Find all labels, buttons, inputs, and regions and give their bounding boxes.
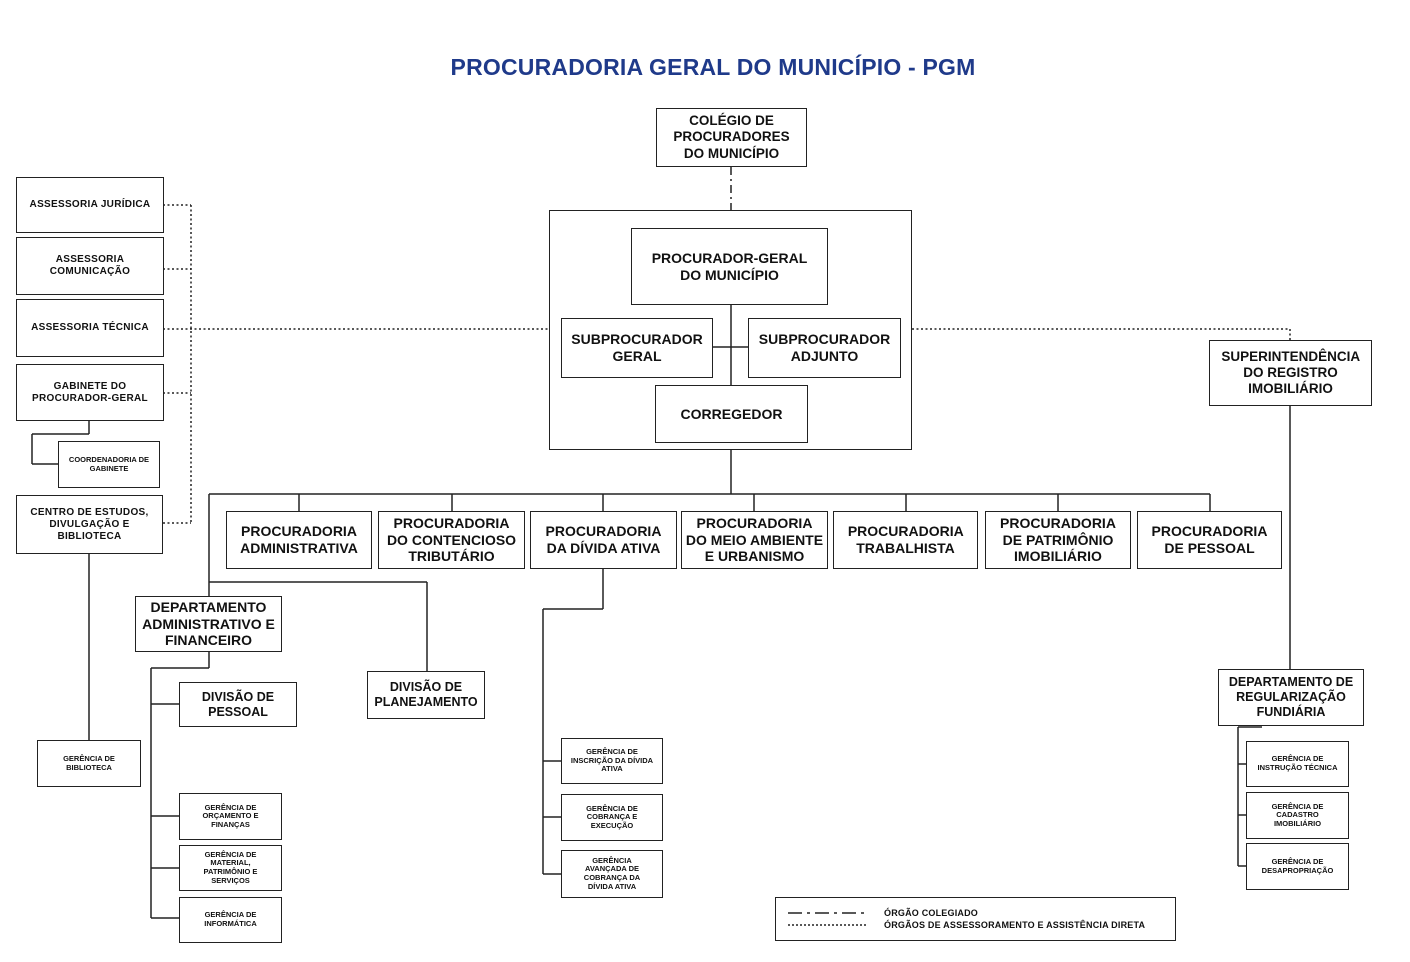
page-title: PROCURADORIA GERAL DO MUNICÍPIO - PGM: [450, 54, 976, 80]
node-ger-instrucao: GERÊNCIA DE INSTRUÇÃO TÉCNICA: [1246, 741, 1349, 787]
node-superintendencia: SUPERINTENDÊNCIA DO REGISTRO IMOBILIÁRIO: [1209, 340, 1372, 406]
legend-swatches: [788, 912, 868, 926]
node-proc-contencioso: PROCURADORIA DO CONTENCIOSO TRIBUTÁRIO: [378, 511, 525, 569]
node-proc-administrativa: PROCURADORIA ADMINISTRATIVA: [226, 511, 372, 569]
node-divisao-pessoal: DIVISÃO DE PESSOAL: [179, 682, 297, 727]
node-gerencia-biblioteca: GERÊNCIA DE BIBLIOTECA: [37, 740, 141, 787]
node-dept-adm-fin: DEPARTAMENTO ADMINISTRATIVO E FINANCEIRO: [135, 596, 282, 652]
node-proc-patrimonio: PROCURADORIA DE PATRIMÔNIO IMOBILIÁRIO: [985, 511, 1131, 569]
node-procurador-geral: PROCURADOR-GERAL DO MUNICÍPIO: [631, 228, 828, 305]
node-ger-orcamento: GERÊNCIA DE ORÇAMENTO E FINANÇAS: [179, 793, 282, 840]
node-ger-cadastro: GERÊNCIA DE CADASTRO IMOBILIÁRIO: [1246, 792, 1349, 839]
node-ger-cobranca-avancada: GERÊNCIA AVANÇADA DE COBRANÇA DA DÍVIDA …: [561, 850, 663, 898]
legend-assessoramento: ÓRGÃOS DE ASSESSORAMENTO E ASSISTÊNCIA D…: [884, 920, 1146, 930]
node-assessoria-juridica: ASSESSORIA JURÍDICA: [16, 177, 164, 233]
node-ger-desapropriacao: GERÊNCIA DE DESAPROPRIAÇÃO: [1246, 843, 1349, 890]
node-proc-divida: PROCURADORIA DA DÍVIDA ATIVA: [530, 511, 677, 569]
node-proc-trabalhista: PROCURADORIA TRABALHISTA: [833, 511, 978, 569]
node-proc-pessoal: PROCURADORIA DE PESSOAL: [1137, 511, 1282, 569]
node-centro-estudos: CENTRO DE ESTUDOS, DIVULGAÇÃO E BIBLIOTE…: [16, 495, 163, 554]
node-ger-material: GERÊNCIA DE MATERIAL, PATRIMÔNIO E SERVI…: [179, 845, 282, 891]
node-coordenadoria-gabinete: COORDENADORIA DE GABINETE: [58, 441, 160, 488]
node-proc-meio-ambiente: PROCURADORIA DO MEIO AMBIENTE E URBANISM…: [681, 511, 828, 569]
node-assessoria-comunicacao: ASSESSORIA COMUNICAÇÃO: [16, 237, 164, 295]
node-subprocurador-adjunto: SUBPROCURADOR ADJUNTO: [748, 318, 901, 378]
node-ger-cobranca: GERÊNCIA DE COBRANÇA E EXECUÇÃO: [561, 794, 663, 841]
outer-frame: [549, 210, 912, 450]
node-assessoria-tecnica: ASSESSORIA TÉCNICA: [16, 299, 164, 357]
node-subprocurador-geral: SUBPROCURADOR GERAL: [561, 318, 713, 378]
legend: ÓRGÃO COLEGIADO ÓRGÃOS DE ASSESSORAMENTO…: [775, 897, 1176, 941]
node-divisao-planejamento: DIVISÃO DE PLANEJAMENTO: [367, 671, 485, 719]
legend-colegiado: ÓRGÃO COLEGIADO: [884, 908, 979, 918]
node-gabinete: GABINETE DO PROCURADOR-GERAL: [16, 364, 164, 421]
node-ger-informatica: GERÊNCIA DE INFORMÁTICA: [179, 897, 282, 943]
node-dept-regularizacao: DEPARTAMENTO DE REGULARIZAÇÃO FUNDIÁRIA: [1218, 669, 1364, 726]
node-corregedor: CORREGEDOR: [655, 385, 808, 443]
node-colegio: COLÉGIO DE PROCURADORES DO MUNICÍPIO: [656, 108, 807, 167]
node-ger-inscricao: GERÊNCIA DE INSCRIÇÃO DA DÍVIDA ATIVA: [561, 738, 663, 784]
